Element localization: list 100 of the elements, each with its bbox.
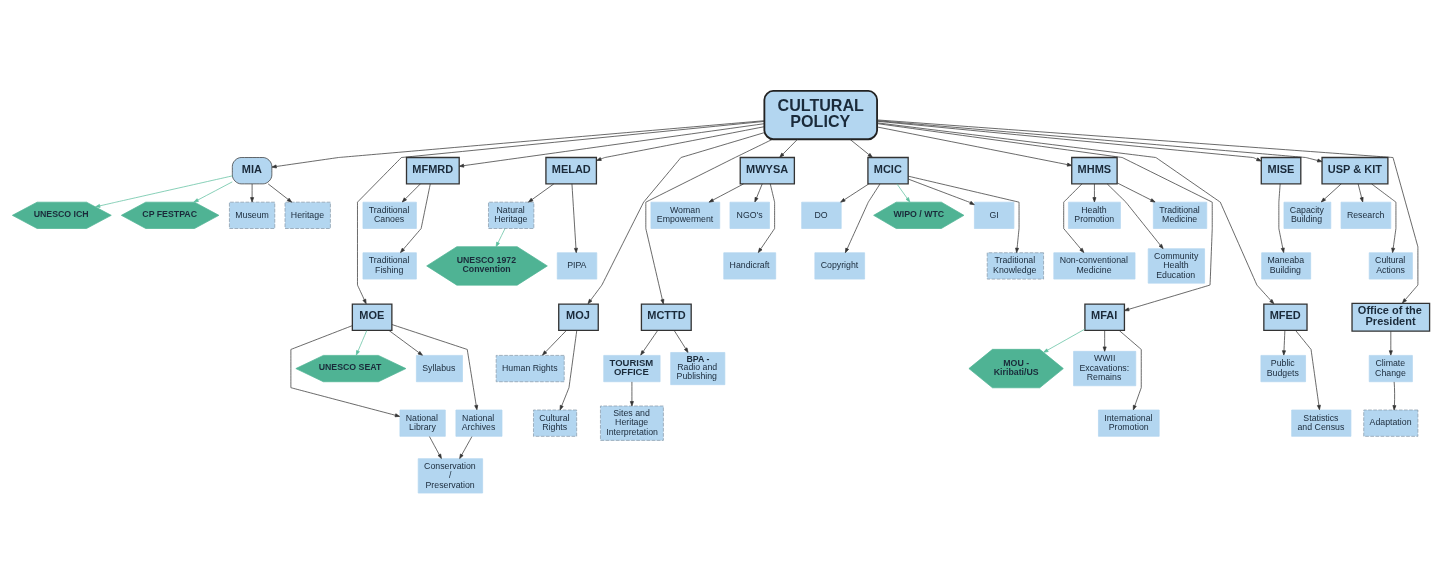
arrow <box>458 123 765 168</box>
node-box: Sites and Heritage Interpretation <box>600 405 664 441</box>
arrow <box>1092 183 1097 203</box>
arrow <box>1106 183 1164 249</box>
node-box: MISE <box>1260 156 1302 185</box>
node-box: Maneaba Building <box>1261 252 1312 280</box>
arrow <box>708 183 744 203</box>
arrow <box>840 183 870 203</box>
arrow <box>673 330 689 353</box>
arrow <box>587 132 765 305</box>
node-box: Cultural Rights <box>533 409 578 437</box>
node-box: MOJ <box>558 303 599 332</box>
node-box: Handicraft <box>723 252 777 280</box>
node-box: Heritage <box>284 201 331 229</box>
arrow <box>876 122 1275 305</box>
node-box: USP & KIT <box>1321 156 1389 185</box>
arrow <box>1116 182 1156 203</box>
arrow <box>429 436 442 459</box>
arrow <box>1118 330 1142 411</box>
node-box: CULTURAL POLICY <box>763 90 878 141</box>
node-box: GI <box>974 201 1015 229</box>
node-box: Cultural Actions <box>1368 252 1413 280</box>
node-box: MELAD <box>545 156 598 185</box>
node-box: Human Rights <box>495 355 565 383</box>
arrow <box>388 330 423 356</box>
node-box: Public Budgets <box>1260 355 1306 383</box>
arrow <box>355 330 368 356</box>
node-box: Woman Empowerment <box>650 201 721 229</box>
node-box: WWII Excavations: Remains <box>1073 351 1137 387</box>
arrow <box>754 183 763 203</box>
node-box: Copyright <box>814 252 865 280</box>
node-box: BPA - Radio and Publishing <box>670 352 726 386</box>
arrow <box>849 138 873 158</box>
node-box: Research <box>1340 201 1392 229</box>
arrow <box>876 120 1323 163</box>
arrow <box>528 183 555 203</box>
node-box: National Archives <box>455 409 503 437</box>
node-box: National Library <box>399 409 446 437</box>
arrow <box>401 183 421 203</box>
arrow <box>391 324 479 411</box>
node-box: Community Health Education <box>1147 248 1205 284</box>
arrow <box>757 183 775 253</box>
arrow <box>495 228 506 248</box>
arrow <box>1320 183 1342 203</box>
node-box: DO <box>801 201 842 229</box>
node-box: PIPA <box>556 252 598 280</box>
node-box: Non-conventional Medicine <box>1053 252 1136 280</box>
arrow <box>542 330 567 356</box>
node-box: MHMS <box>1071 156 1118 185</box>
arrow <box>95 175 233 208</box>
node-box: MFAI <box>1084 303 1126 332</box>
node-box: Traditional Medicine <box>1152 201 1208 229</box>
arrow <box>1392 381 1397 411</box>
node-box: International Promotion <box>1098 409 1160 437</box>
arrow <box>630 381 634 407</box>
node-box: MFED <box>1263 303 1308 332</box>
arrow <box>571 183 578 254</box>
node-box: Traditional Canoes <box>362 201 417 229</box>
node-box: Office of the President <box>1351 302 1431 332</box>
node-box: Traditional Fishing <box>362 252 417 280</box>
arrow <box>640 330 658 356</box>
arrow <box>596 126 765 161</box>
arrow <box>876 123 1213 312</box>
node-box: Natural Heritage <box>488 201 535 229</box>
arrow <box>400 183 431 253</box>
node-box: MOE <box>351 303 393 332</box>
arrow <box>290 325 401 418</box>
node-box: Statistics and Census <box>1291 409 1352 437</box>
arrow <box>1278 183 1285 253</box>
arrow <box>193 181 233 203</box>
arrow <box>876 120 1262 162</box>
arrow <box>876 126 1073 167</box>
arrow <box>1295 330 1321 411</box>
node-box: MWYSA <box>739 156 796 185</box>
arrow <box>271 120 765 169</box>
arrow <box>1282 330 1286 356</box>
arrow <box>1043 328 1086 353</box>
node-box: Syllabus <box>416 355 463 383</box>
node-box: Climate Change <box>1368 355 1413 383</box>
node-box: Museum <box>229 201 276 229</box>
node-box: Conservation / Preservation <box>417 458 483 494</box>
arrow <box>907 178 975 206</box>
node-box: MIA <box>231 157 273 185</box>
arrow <box>1371 183 1397 253</box>
arrow <box>845 183 881 254</box>
node-box: MCTTD <box>640 303 692 332</box>
node-box: NGO's <box>729 201 770 229</box>
arrow <box>1063 183 1085 253</box>
node-box: Health Promotion <box>1068 201 1121 229</box>
arrow <box>645 138 773 305</box>
node-box: Adaptation <box>1363 409 1419 437</box>
node-box: MCIC <box>867 156 909 185</box>
arrow <box>459 436 473 459</box>
node-box: Capacity Building <box>1283 201 1332 229</box>
node-box: TOURISM OFFICE <box>603 355 661 383</box>
arrow <box>779 139 798 158</box>
arrow <box>896 183 911 203</box>
node-box: MFMRD <box>405 156 460 185</box>
arrow <box>1388 330 1393 356</box>
arrow <box>876 119 1419 304</box>
